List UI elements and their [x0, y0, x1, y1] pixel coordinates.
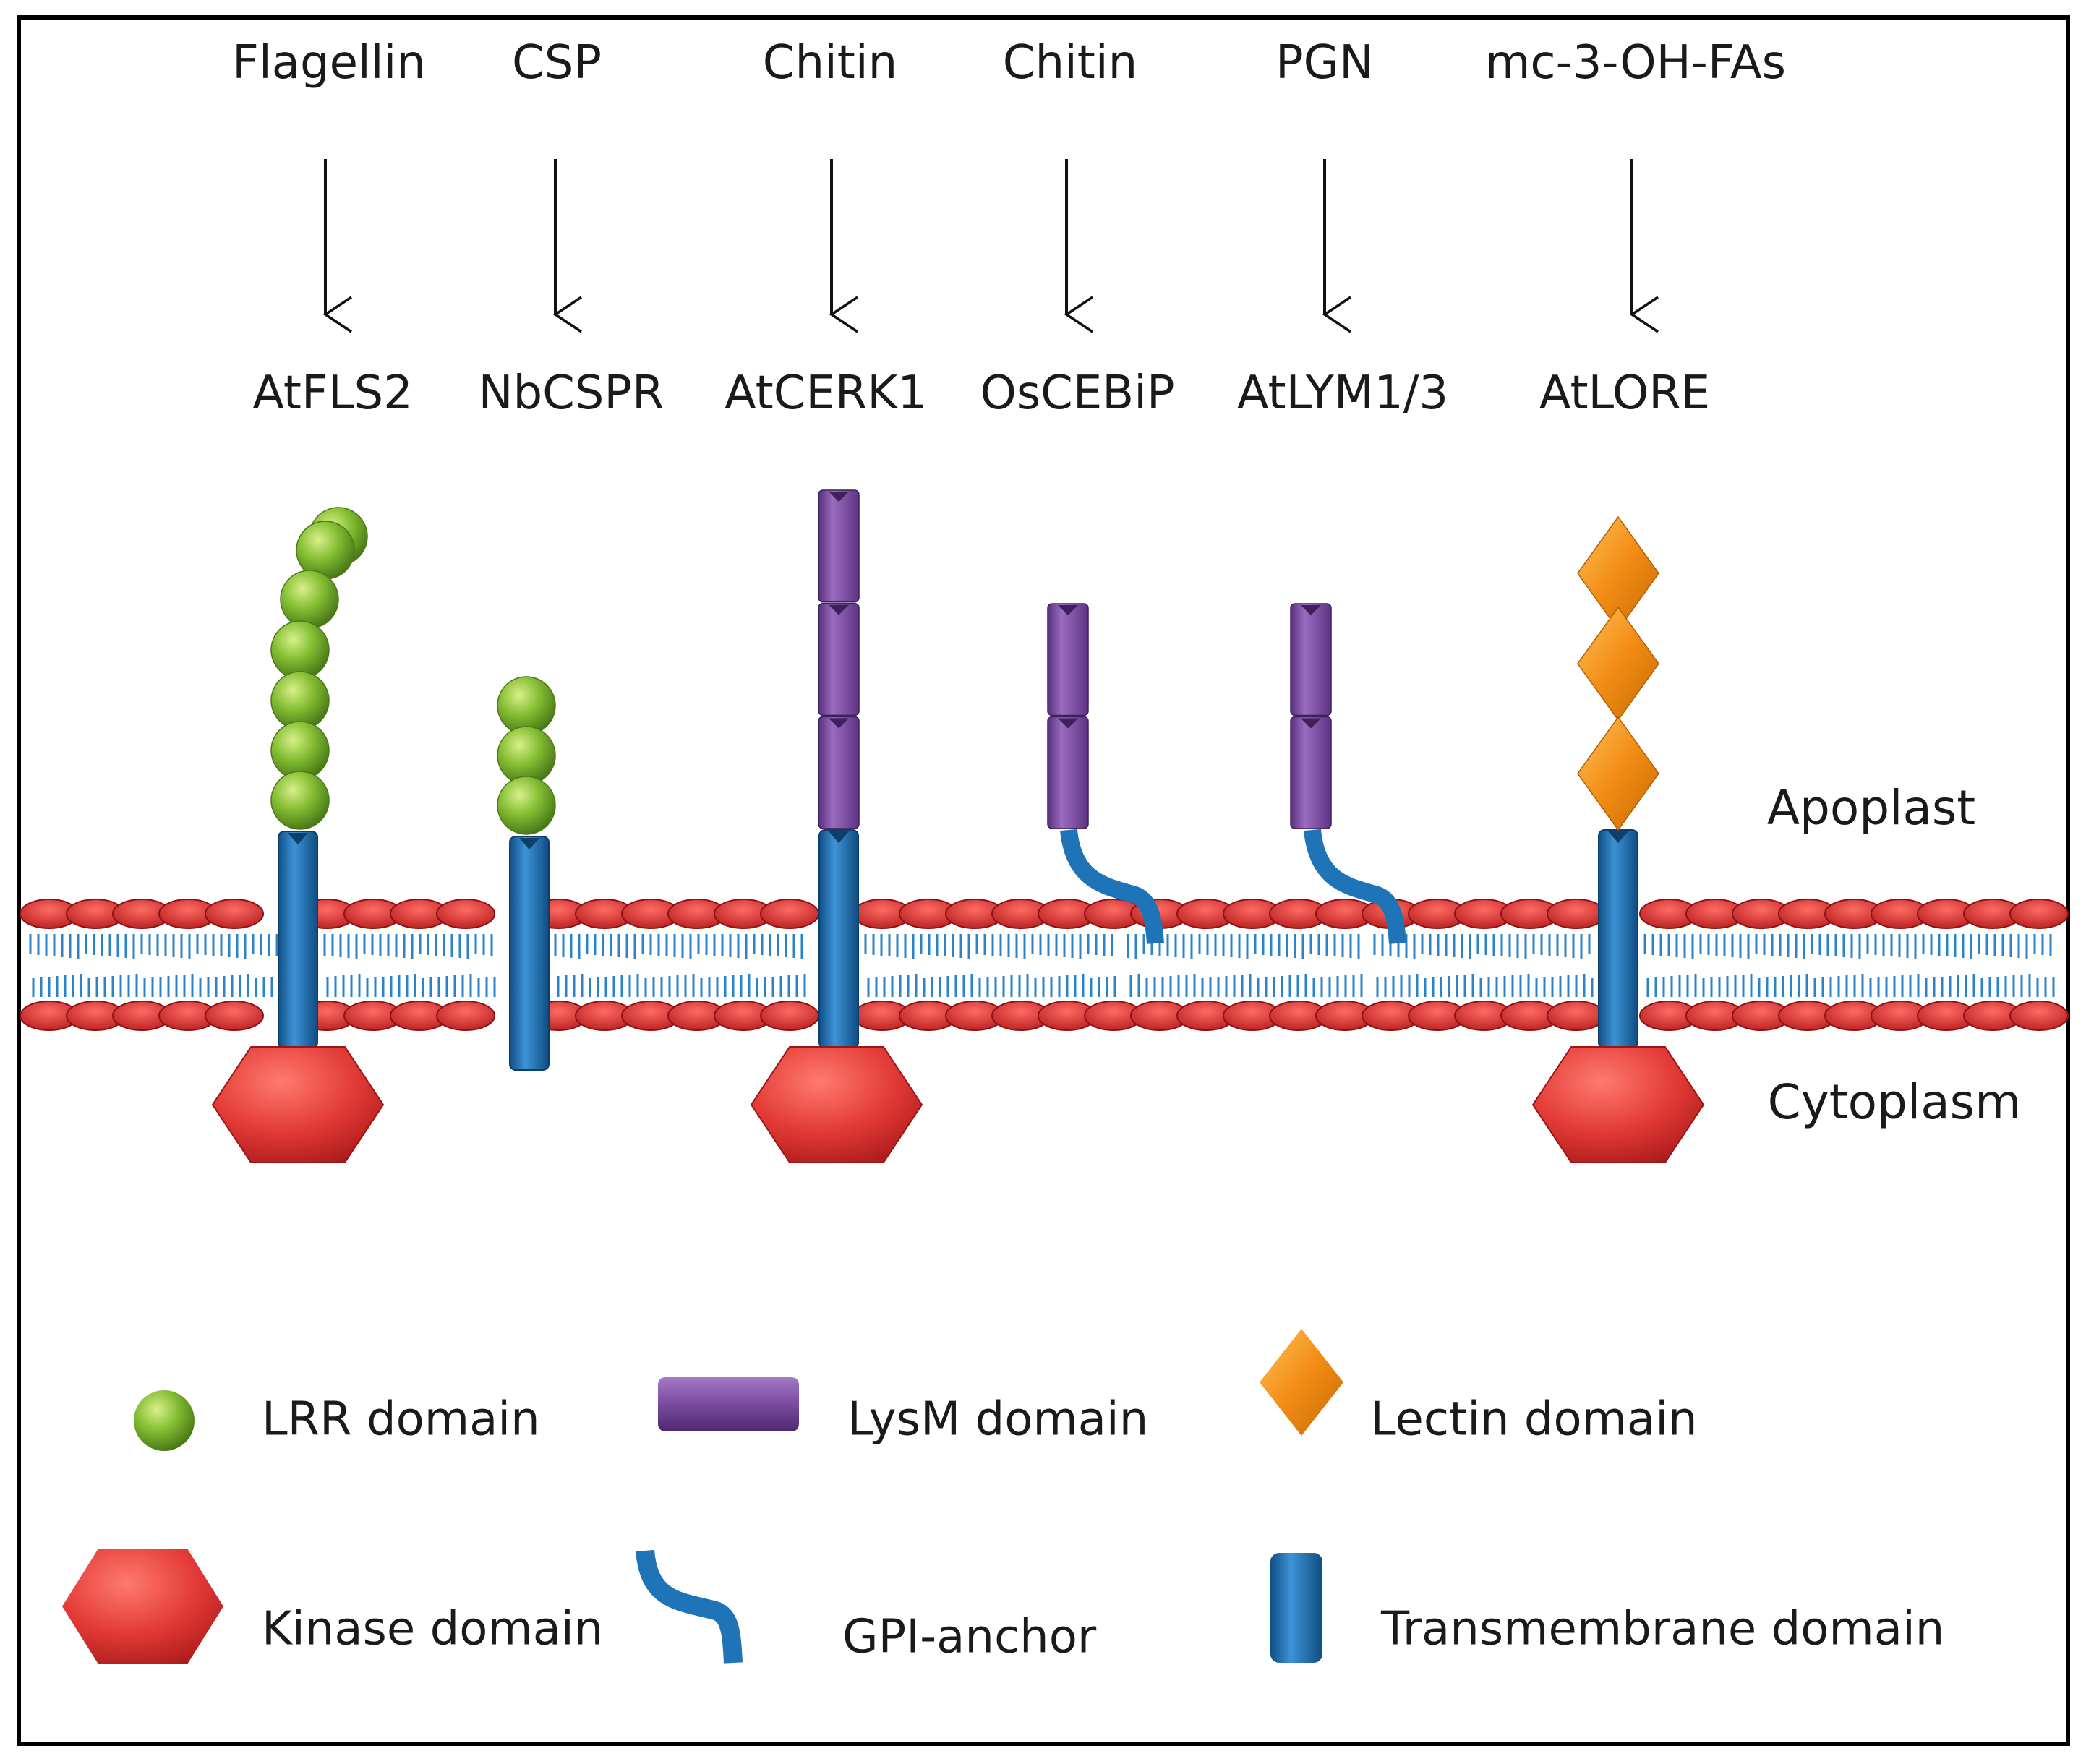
lipid-tails	[29, 934, 2055, 997]
figure-frame	[17, 15, 2070, 1746]
receptor-atlore	[1531, 515, 1705, 1163]
ligand-label-flagellin: Flagellin	[232, 36, 426, 90]
lipid-head	[760, 1001, 819, 1031]
legend-transmembrane-swatch	[1270, 1553, 1322, 1663]
ligand-label-chitin-2: Chitin	[1003, 36, 1137, 90]
transmembrane-cap	[519, 838, 539, 849]
receptor-label-atlym13: AtLYM1/3	[1237, 367, 1448, 420]
ligand-label-mc-3-oh-fas: mc-3-OH-FAs	[1485, 36, 1786, 90]
lipid-head	[205, 899, 264, 929]
region-label-apoplast: Apoplast	[1767, 780, 1975, 836]
lysm-domain	[1290, 603, 1332, 716]
lipid-head	[2009, 899, 2069, 929]
ligand-label-chitin-1: Chitin	[763, 36, 897, 90]
legend-lrr-swatch	[134, 1390, 195, 1451]
transmembrane-domain	[818, 829, 859, 1049]
lysm-domain	[1290, 716, 1332, 829]
lysm-cap	[1301, 605, 1321, 615]
receptor-label-atcerk1: AtCERK1	[724, 367, 927, 420]
lipid-head	[1547, 1001, 1606, 1031]
kinase-domain	[1531, 1046, 1705, 1163]
lrr-domain	[270, 771, 330, 830]
legend-lectin-swatch	[1260, 1329, 1343, 1436]
lysm-cap	[829, 604, 849, 615]
legend-gpi-label: GPI-anchor	[842, 1611, 1097, 1664]
lipid-head	[2009, 1001, 2069, 1031]
lectin-domain	[1577, 716, 1659, 831]
ligand-label-csp: CSP	[512, 36, 602, 90]
legend-lrr-label: LRR domain	[262, 1393, 540, 1447]
receptors	[211, 489, 1705, 1163]
lrr-domain	[280, 570, 339, 629]
lysm-domain	[1047, 716, 1089, 829]
transmembrane-cap	[1608, 831, 1628, 843]
lysm-cap	[1301, 718, 1321, 729]
transmembrane-domain	[509, 836, 550, 1071]
lrr-domain	[497, 776, 556, 835]
gpi-anchor	[1304, 829, 1406, 944]
legend-gpi-swatch	[636, 1549, 743, 1664]
lrr-domain	[270, 721, 330, 780]
lrr-domain	[270, 671, 330, 730]
lrr-domain	[270, 620, 330, 680]
legend: LRR domain LysM domain Lectin domain Kin…	[62, 1329, 1944, 1664]
transmembrane-cap	[288, 833, 308, 844]
legend-lysm-swatch	[658, 1377, 799, 1431]
legend-lysm-label: LysM domain	[847, 1393, 1148, 1447]
legend-kinase-label: Kinase domain	[262, 1603, 603, 1656]
lysm-domain	[818, 602, 860, 716]
receptor-label-atfls2: AtFLS2	[252, 367, 413, 420]
receptor-oscebip	[1047, 603, 1164, 944]
legend-lectin-label: Lectin domain	[1370, 1393, 1698, 1447]
lysm-domain	[818, 716, 860, 829]
lipid-head	[760, 899, 819, 929]
lysm-cap	[1058, 605, 1078, 615]
lysm-domain	[1047, 603, 1089, 716]
kinase-domain	[750, 1046, 923, 1163]
ligand-label-pgn: PGN	[1275, 36, 1374, 90]
lysm-domain	[818, 489, 860, 603]
transmembrane-domain	[278, 831, 318, 1049]
lrr-domain	[497, 676, 556, 735]
legend-transmembrane-label: Transmembrane domain	[1380, 1603, 1944, 1656]
receptor-label-oscebip: OsCEBiP	[980, 367, 1174, 420]
receptor-atcerk1	[750, 489, 923, 1163]
region-label-cytoplasm: Cytoplasm	[1768, 1074, 2022, 1130]
lysm-cap	[1058, 718, 1078, 729]
receptor-label-atlore: AtLORE	[1539, 367, 1710, 420]
lipid-heads	[20, 899, 2069, 1031]
gpi-anchor	[1060, 829, 1164, 944]
binding-arrows	[322, 159, 1659, 333]
receptor-atlym13	[1290, 603, 1406, 944]
lysm-cap	[829, 492, 849, 502]
transmembrane-domain	[1598, 829, 1638, 1049]
receptor-atfls2	[211, 507, 385, 1163]
lysm-cap	[829, 718, 849, 729]
legend-kinase-swatch	[62, 1549, 223, 1664]
kinase-domain	[211, 1046, 385, 1163]
transmembrane-cap	[829, 831, 849, 843]
lipid-head	[436, 899, 495, 929]
lrr-domain	[497, 726, 556, 785]
plasma-membrane	[20, 899, 2069, 1031]
receptor-nbcspr	[497, 676, 556, 1071]
receptor-label-nbcspr: NbCSPR	[479, 367, 664, 420]
lipid-head	[436, 1001, 495, 1031]
lipid-head	[205, 1001, 264, 1031]
lipid-head	[1547, 899, 1606, 929]
